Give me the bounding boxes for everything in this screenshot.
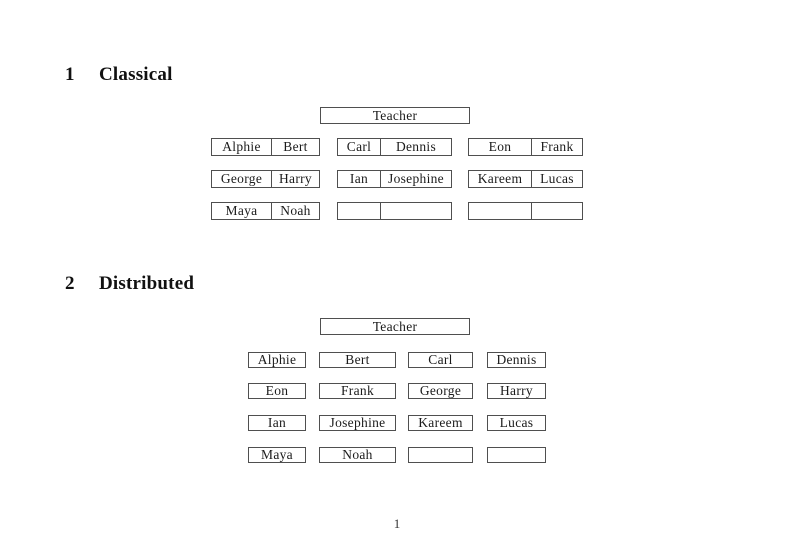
desk-pair-empty xyxy=(468,202,583,220)
seat-cell: Eon xyxy=(469,139,532,155)
seat-cell xyxy=(381,203,451,219)
seat-cell: Bert xyxy=(283,139,308,155)
seat-cell: Josephine xyxy=(388,171,444,187)
teacher-box: Teacher xyxy=(320,318,470,335)
seat-box: Ian xyxy=(248,415,306,431)
seat-cell: Kareem xyxy=(469,171,532,187)
seat-box: Frank xyxy=(319,383,396,399)
desk-pair-empty xyxy=(337,202,452,220)
seat-cell: George xyxy=(212,171,272,187)
seat-cell: Ian xyxy=(338,171,381,187)
seat-box: Josephine xyxy=(319,415,396,431)
section-number: 1 xyxy=(65,64,75,85)
section-title: Distributed xyxy=(99,273,195,294)
seat-box: Alphie xyxy=(248,352,306,368)
section-number: 2 xyxy=(65,273,75,294)
seat-box: Lucas xyxy=(487,415,546,431)
seat-cell: Carl xyxy=(338,139,381,155)
seat-cell xyxy=(469,203,532,219)
seat-cell: Maya xyxy=(212,203,272,219)
teacher-box: Teacher xyxy=(320,107,470,124)
seat-cell xyxy=(338,203,381,219)
page-number: 1 xyxy=(393,516,401,531)
section-heading-classical: 1 Classical xyxy=(65,64,173,86)
seat-box: Harry xyxy=(487,383,546,399)
section-title: Classical xyxy=(99,64,173,85)
seat-box: Maya xyxy=(248,447,306,463)
desk-pair: George Harry xyxy=(211,170,320,188)
seat-cell: Lucas xyxy=(540,171,574,187)
seat-box: Dennis xyxy=(487,352,546,368)
desk-pair: Eon Frank xyxy=(468,138,583,156)
seat-cell: Harry xyxy=(279,171,312,187)
seat-box: Kareem xyxy=(408,415,473,431)
seat-cell: Frank xyxy=(540,139,574,155)
desk-pair: Alphie Bert xyxy=(211,138,320,156)
desk-pair: Carl Dennis xyxy=(337,138,452,156)
seat-box: Carl xyxy=(408,352,473,368)
section-heading-distributed: 2 Distributed xyxy=(65,273,194,295)
seat-cell: Alphie xyxy=(212,139,272,155)
seat-box: George xyxy=(408,383,473,399)
seat-box: Bert xyxy=(319,352,396,368)
seat-box: Noah xyxy=(319,447,396,463)
desk-pair: Kareem Lucas xyxy=(468,170,583,188)
desk-pair: Ian Josephine xyxy=(337,170,452,188)
desk-pair: Maya Noah xyxy=(211,202,320,220)
seat-cell: Noah xyxy=(280,203,311,219)
seat-cell: Dennis xyxy=(395,139,437,155)
seat-box-empty xyxy=(487,447,546,463)
seat-box: Eon xyxy=(248,383,306,399)
seat-box-empty xyxy=(408,447,473,463)
seat-cell xyxy=(532,203,582,219)
